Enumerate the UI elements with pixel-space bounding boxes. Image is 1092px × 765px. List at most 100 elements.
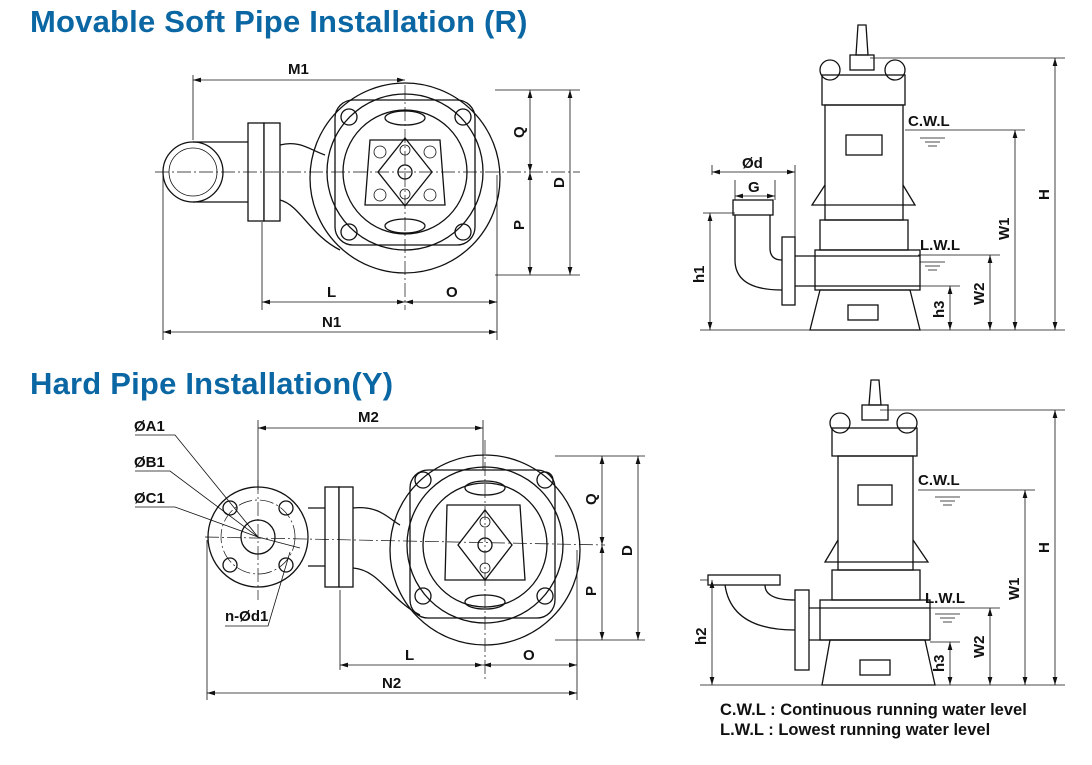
drawing-line	[809, 289, 921, 331]
drawing-line	[414, 587, 432, 605]
dim-g: G	[748, 179, 760, 196]
dim-w2: W2	[971, 283, 988, 306]
drawing-line	[162, 75, 580, 340]
drawing-line	[819, 59, 841, 81]
drawing-line	[831, 569, 921, 601]
drawing-line	[155, 85, 580, 310]
drawing-line	[809, 607, 930, 641]
dim-l: L	[327, 284, 336, 301]
dim-b1: ØB1	[134, 454, 165, 471]
drawing-line	[810, 184, 917, 206]
drawing-line	[338, 486, 354, 588]
dim-h2: h2	[693, 627, 710, 645]
dim-o-2: O	[523, 647, 535, 664]
dim-h1: h1	[691, 265, 708, 283]
legend-lwl: L.W.L : Lowest running water level	[720, 721, 991, 739]
dim-c1: ØC1	[134, 490, 165, 507]
dim-h: H	[1036, 189, 1053, 200]
dim-p: P	[511, 220, 528, 230]
drawing-line	[135, 434, 301, 627]
drawing-line	[849, 54, 875, 71]
plan-view-hard-pipe: M2 L O N2 Q P D ØA1 ØB1 ØC1 n-Ød1	[134, 409, 645, 700]
section-title-hard-pipe: Hard Pipe Installation(Y)	[30, 366, 394, 401]
drawing-line	[340, 108, 358, 126]
drawing-line	[373, 145, 387, 159]
dim-n1: N1	[322, 314, 341, 331]
dim-m1: M1	[288, 61, 309, 78]
plan-view-soft-pipe: M1 L O N1 Q P D	[155, 61, 580, 340]
drawing-line	[206, 420, 645, 700]
dim-n-d1: n-Ød1	[225, 608, 268, 625]
drawing-line	[308, 507, 325, 567]
drawing-line	[781, 236, 796, 306]
drawing-line	[707, 574, 781, 586]
cwl-label: C.W.L	[908, 113, 950, 130]
drawing-line	[278, 557, 294, 573]
drawing-line	[857, 484, 893, 506]
drawing-line	[870, 57, 1065, 287]
dim-w2-2: W2	[971, 636, 988, 659]
drawing-line	[794, 589, 810, 671]
dim-h-2: H	[1036, 542, 1053, 553]
section-title-soft-pipe: Movable Soft Pipe Installation (R)	[30, 4, 528, 39]
drawing-line	[935, 496, 960, 623]
drawing-line	[829, 412, 851, 434]
dim-n2: N2	[382, 675, 401, 692]
motor-body-2	[837, 455, 914, 571]
drawing-line	[920, 137, 945, 271]
drawing-line	[819, 599, 931, 641]
drawing-line	[855, 24, 869, 56]
drawing-line	[373, 188, 387, 202]
drawing-line	[324, 486, 340, 588]
dim-w1: W1	[996, 218, 1013, 241]
dim-h3: h3	[931, 300, 948, 318]
dim-w1-2: W1	[1006, 578, 1023, 601]
side-view-hard-pipe: C.W.L L.W.L H W1 W2 h3 h2	[693, 379, 1065, 686]
drawing-line	[423, 188, 437, 202]
drawing-line	[444, 504, 526, 581]
dim-a1: ØA1	[134, 418, 165, 435]
drawing-line	[734, 213, 783, 291]
drawing-line	[193, 141, 248, 203]
drawing-line	[364, 139, 446, 206]
lwl-label-2: L.W.L	[925, 590, 965, 607]
drawing-line	[222, 557, 238, 573]
dim-d: D	[551, 177, 568, 188]
drawing-line	[414, 471, 432, 489]
drawing-line	[724, 584, 796, 631]
drawing-line	[204, 440, 606, 680]
drawing-line	[409, 469, 556, 619]
drawing-line	[340, 223, 358, 241]
drawing-line	[222, 500, 238, 516]
drawing-line	[819, 219, 909, 251]
drawing-line	[700, 409, 1065, 686]
dim-p-2: P	[583, 586, 600, 596]
dim-o: O	[446, 284, 458, 301]
drawing-line	[732, 199, 774, 216]
drawing-line	[536, 587, 554, 605]
drawing-line	[423, 145, 437, 159]
drawing-line	[896, 412, 918, 434]
lwl-label: L.W.L	[920, 237, 960, 254]
drawing-line	[454, 223, 472, 241]
drawing-line	[795, 255, 920, 287]
legend-cwl: C.W.L : Continuous running water level	[720, 701, 1027, 719]
motor-body	[824, 104, 904, 221]
drawing-line	[847, 304, 879, 321]
dim-d-pipe: Ød	[742, 155, 763, 172]
drawing-line	[884, 59, 906, 81]
drawing-line	[859, 659, 891, 676]
drawing-line	[823, 539, 930, 563]
dim-h3-2: h3	[931, 654, 948, 672]
drawing-line	[821, 639, 936, 686]
drawing-line	[278, 500, 294, 516]
drawing-line	[845, 134, 883, 156]
drawing-line	[536, 471, 554, 489]
drawing-line	[454, 108, 472, 126]
dim-q-2: Q	[583, 493, 600, 505]
dim-q: Q	[511, 126, 528, 138]
dim-d-2: D	[619, 545, 636, 556]
drawing-line	[861, 404, 889, 421]
drawing-line	[220, 499, 296, 575]
